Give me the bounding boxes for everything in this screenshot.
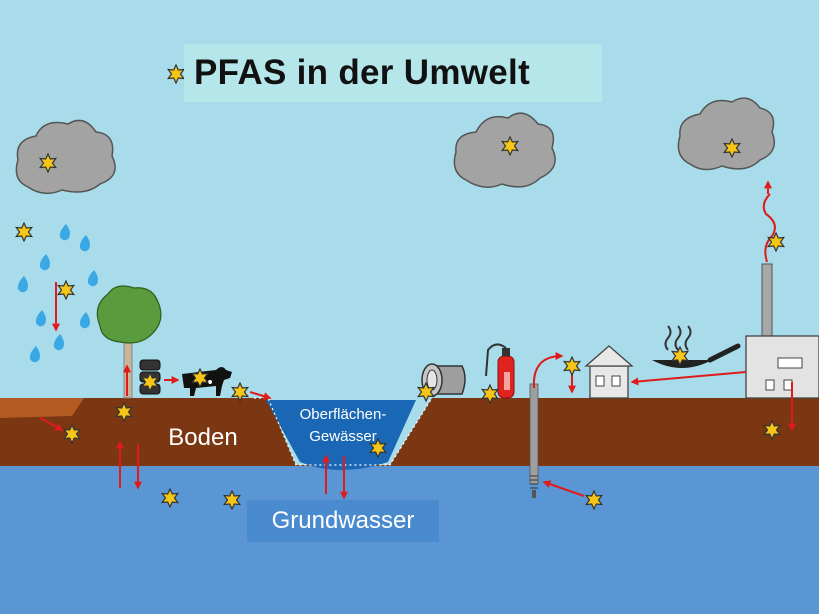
- title-box: PFAS in der Umwelt: [184, 44, 602, 102]
- page-title: PFAS in der Umwelt: [194, 53, 531, 92]
- house-icon: [584, 345, 634, 399]
- groundwater-label: Grundwasser: [271, 507, 415, 534]
- surface-water-label-line2: Gewässer: [309, 428, 377, 445]
- surface-water-edge: [254, 397, 433, 466]
- surface-water-label: Oberflächen- Gewässer: [284, 404, 402, 456]
- well-icon: [529, 383, 539, 498]
- surface-water-label-line1: Oberflächen-: [299, 406, 387, 423]
- rain-drop-icon: [17, 224, 98, 363]
- cloud-icon: [15, 119, 116, 195]
- soil-surface-left: [0, 398, 84, 418]
- factory-icon: [745, 193, 819, 399]
- cloud-icon: [677, 97, 775, 171]
- soil-label: Boden: [168, 424, 238, 451]
- frying-pan-icon: [652, 325, 741, 368]
- groundwater-label-box: Grundwasser: [247, 500, 439, 542]
- soil-label-box: Boden: [152, 416, 254, 460]
- transport-arrows: [39, 180, 796, 500]
- fire-extinguisher-icon: [485, 343, 515, 399]
